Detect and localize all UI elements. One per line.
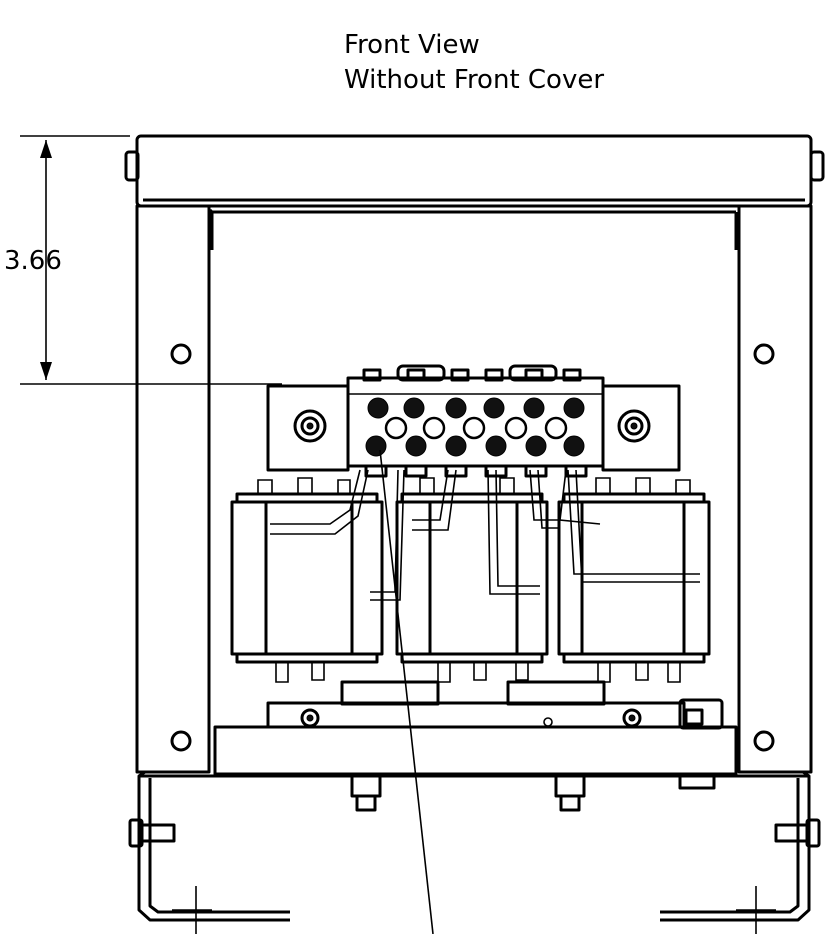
reactor-coils bbox=[230, 477, 711, 683]
view-title-line-2: Without Front Cover bbox=[344, 65, 605, 95]
dimension-label: 3.66 bbox=[4, 246, 62, 276]
reactor-base-plate bbox=[213, 680, 738, 812]
view-title-line-1: Front View bbox=[344, 30, 480, 60]
enclosure-frame bbox=[124, 134, 825, 774]
terminal-block bbox=[266, 364, 681, 478]
base-channel bbox=[128, 770, 821, 934]
dimension-lines bbox=[20, 135, 282, 385]
view-title: Front View Without Front Cover bbox=[344, 28, 604, 98]
leader-line bbox=[379, 449, 434, 934]
mounting-holes bbox=[170, 343, 775, 752]
lead-wires bbox=[270, 469, 700, 601]
